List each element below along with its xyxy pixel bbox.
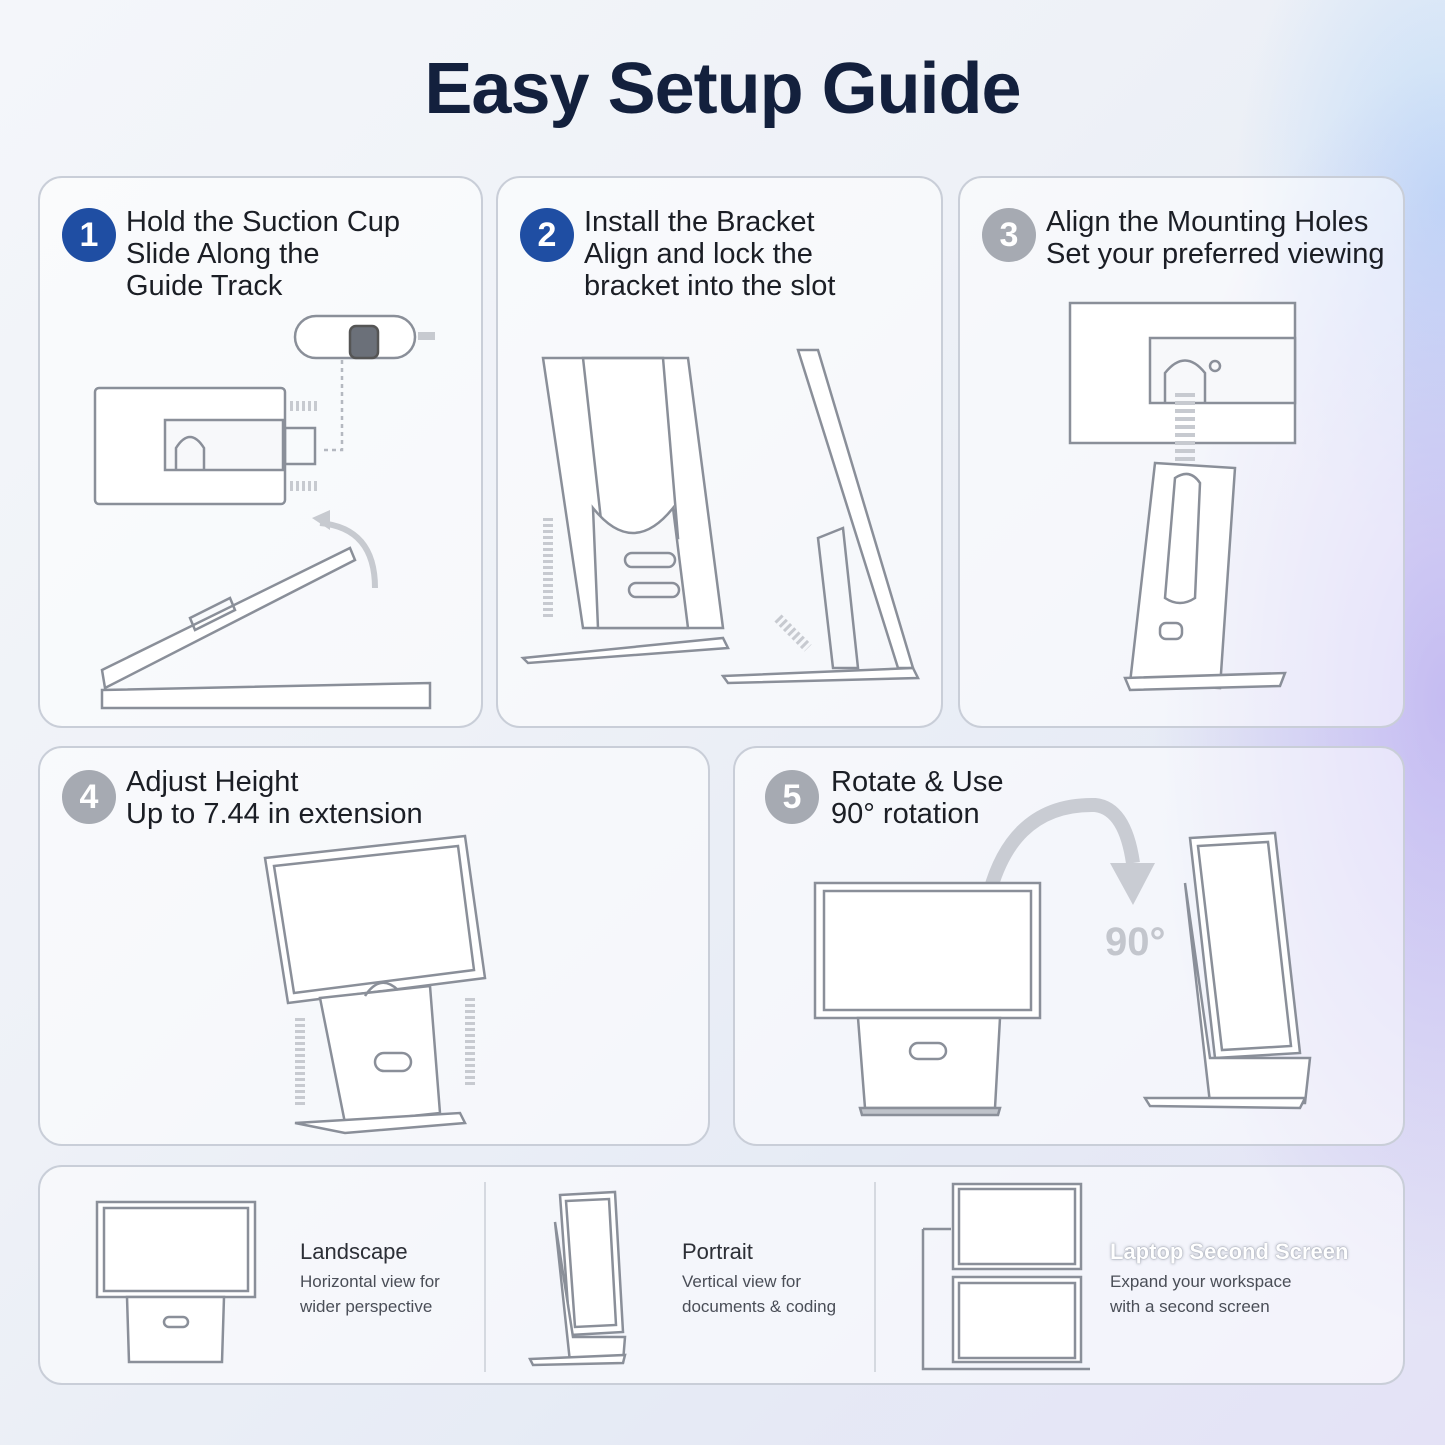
step-5-line-2: 90° rotation — [831, 798, 980, 830]
mode-desc-laptop-line-1: Expand your workspace — [1110, 1272, 1292, 1291]
modes-card: Landscape Horizontal view for wider pers… — [38, 1165, 1405, 1385]
step-3-line-2: Set your preferred viewing — [1046, 238, 1385, 270]
step-3-illustration — [1068, 301, 1297, 692]
step-2-illustration — [520, 348, 920, 685]
step-2-line-3: bracket into the slot — [584, 270, 836, 302]
mode-title-laptop-second-screen: Laptop Second Screen — [1110, 1239, 1349, 1264]
step-4-badge: 4 — [62, 770, 116, 824]
laptop-second-screen-icon — [921, 1182, 1090, 1371]
step-5-illustration — [813, 831, 1312, 1117]
step-2-line-1: Install the Bracket — [584, 206, 815, 238]
step-1-illustration — [93, 314, 435, 710]
step-1-badge: 1 — [62, 208, 116, 262]
portrait-icon — [528, 1190, 627, 1367]
step-2-line-2: Align and lock the — [584, 238, 813, 270]
step-2-card: 2 Install the Bracket Align and lock the… — [496, 176, 943, 728]
rotate-arrow-icon — [978, 797, 1155, 915]
step-4-line-1: Adjust Height — [126, 766, 299, 798]
mode-desc-portrait-line-2: documents & coding — [682, 1297, 837, 1316]
mode-divider-1 — [484, 1182, 486, 1372]
mode-desc-portrait-line-1: Vertical view for — [682, 1272, 802, 1291]
step-4-card: 4 Adjust Height Up to 7.44 in extension — [38, 746, 710, 1146]
step-5-text: Rotate & Use 90° rotation — [831, 766, 1003, 830]
mode-desc-laptop-line-2: with a second screen — [1110, 1297, 1270, 1316]
mode-divider-2 — [874, 1182, 876, 1372]
step-1-text: Hold the Suction Cup Slide Along the Gui… — [126, 206, 400, 302]
step-4-line-2: Up to 7.44 in extension — [126, 798, 423, 830]
rotation-label: 90° — [1105, 920, 1166, 964]
step-1-line-2: Slide Along the — [126, 238, 320, 270]
step-3-badge: 3 — [982, 208, 1036, 262]
step-5-line-1: Rotate & Use — [831, 766, 1004, 798]
mode-desc-landscape: Horizontal view for wider perspective — [300, 1269, 440, 1319]
step-3-line-1: Align the Mounting Holes — [1046, 206, 1369, 238]
mode-title-portrait: Portrait — [682, 1239, 753, 1264]
page-title: Easy Setup Guide — [424, 49, 1021, 129]
step-3-card: 3 Align the Mounting Holes Set your pref… — [958, 176, 1405, 728]
step-1-line-3: Guide Track — [126, 270, 283, 302]
mode-title-landscape: Landscape — [300, 1239, 408, 1264]
step-5-badge: 5 — [765, 770, 819, 824]
step-1-line-1: Hold the Suction Cup — [126, 206, 401, 238]
step-5-card: 5 Rotate & Use 90° rotation 90° — [733, 746, 1405, 1146]
step-1-card: 1 Hold the Suction Cup Slide Along the G… — [38, 176, 483, 728]
mode-desc-portrait: Vertical view for documents & coding — [682, 1269, 836, 1319]
mode-desc-laptop-second-screen: Expand your workspace with a second scre… — [1110, 1269, 1291, 1319]
step-3-text: Align the Mounting Holes Set your prefer… — [1046, 206, 1385, 270]
mode-desc-landscape-line-1: Horizontal view for — [300, 1272, 440, 1291]
landscape-icon — [95, 1200, 257, 1364]
step-4-text: Adjust Height Up to 7.44 in extension — [126, 766, 423, 830]
step-2-text: Install the Bracket Align and lock the b… — [584, 206, 835, 302]
mode-desc-landscape-line-2: wider perspective — [300, 1297, 433, 1316]
step-4-illustration — [263, 834, 487, 1135]
step-2-badge: 2 — [520, 208, 574, 262]
